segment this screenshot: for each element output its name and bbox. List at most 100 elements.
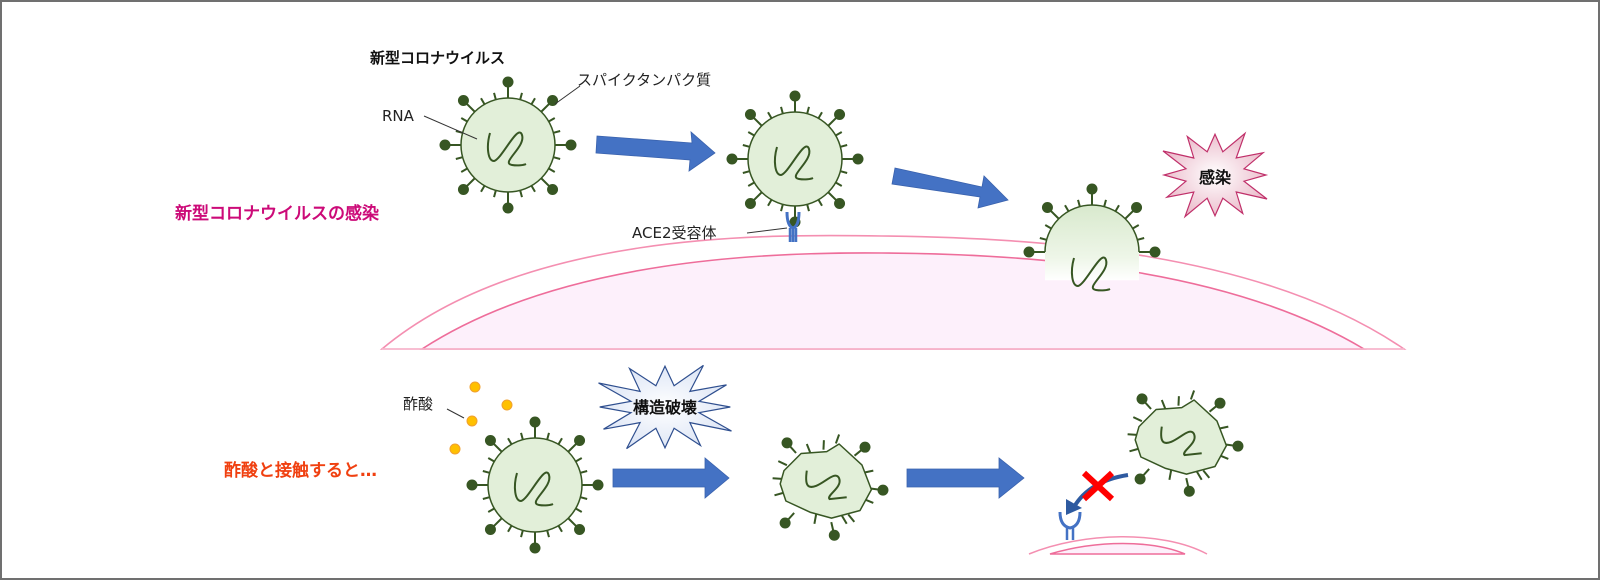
- spike-stem: [743, 171, 750, 173]
- spike-protein-knob: [834, 109, 845, 120]
- spike-protein-knob: [574, 524, 585, 535]
- spike-stem: [483, 471, 490, 473]
- spike-stem: [488, 509, 494, 513]
- spike-stem: [483, 497, 490, 499]
- spike-protein-knob: [530, 543, 541, 554]
- spike-protein-knob: [1131, 202, 1142, 213]
- spike-stem: [1162, 400, 1166, 409]
- spike-protein-knob: [458, 184, 469, 195]
- spike-stem: [576, 458, 582, 462]
- spike-stem: [494, 190, 496, 197]
- structure-destruction-label: 構造破壊: [633, 398, 698, 417]
- spike-protein-knob: [780, 517, 791, 528]
- host-cell-top: [382, 235, 1404, 349]
- infection-burst: 感染: [1163, 133, 1267, 216]
- spike-protein-knob: [458, 95, 469, 106]
- spike-protein-knob: [727, 154, 738, 165]
- spike-stem: [836, 132, 842, 136]
- spike-stem: [748, 132, 754, 136]
- spike-protein-knob: [1232, 441, 1243, 452]
- spike-stem: [836, 435, 839, 444]
- spike-stem: [1197, 472, 1202, 480]
- spike-stem: [781, 107, 783, 114]
- acetic-acid-label: 酢酸: [403, 395, 433, 413]
- spike-stem: [541, 103, 549, 111]
- spike-stem: [753, 192, 761, 200]
- spike-stem: [576, 509, 582, 513]
- spike-stem: [559, 438, 563, 444]
- spike-stem: [773, 478, 782, 479]
- spike-stem: [840, 171, 847, 173]
- spike-stem: [1078, 200, 1080, 207]
- spike-protein-knob: [1184, 486, 1195, 497]
- spike-stem: [828, 192, 836, 200]
- spike-stem: [532, 186, 536, 192]
- spike-stem: [559, 526, 563, 532]
- acid-dot: [467, 416, 477, 426]
- spike-stem: [836, 183, 842, 187]
- spike-stem: [547, 530, 549, 537]
- coronavirus-deformed: [773, 435, 889, 541]
- virus-title: 新型コロナウイルス: [370, 49, 505, 67]
- spike-stem: [493, 518, 501, 526]
- spike-protein-knob: [1137, 393, 1148, 404]
- coronavirus-deformed-blocked: [1128, 391, 1244, 497]
- spike-protein-knob: [485, 524, 496, 535]
- spike-protein-knob: [1135, 473, 1146, 484]
- rna-label: RNA: [382, 107, 415, 125]
- spike-stem: [1169, 470, 1171, 479]
- spike-stem: [547, 433, 549, 440]
- spike-protein-knob: [503, 203, 514, 214]
- spike-protein-knob: [566, 140, 577, 151]
- spike-protein-knob: [829, 530, 840, 541]
- section2-heading: 酢酸と接触すると…: [224, 460, 377, 481]
- spike-protein-knob: [860, 442, 871, 453]
- spike-stem: [541, 178, 549, 186]
- spike-protein-knob: [440, 140, 451, 151]
- spike-stem: [807, 107, 809, 114]
- spike-stem: [568, 443, 576, 451]
- spike-stem: [753, 117, 761, 125]
- acid-leader-line: [447, 409, 464, 418]
- coronavirus-intact: [440, 77, 577, 214]
- spike-stem: [521, 433, 523, 440]
- spike-stem: [553, 131, 560, 133]
- spike-stem: [1125, 210, 1133, 218]
- spike-protein-knob: [593, 480, 604, 491]
- blocked-x-icon: [1084, 473, 1112, 499]
- arrow-destruction: [613, 458, 729, 498]
- arrow-entry: [892, 168, 1008, 208]
- ace2-leader-line: [747, 228, 787, 233]
- spike-stem: [781, 204, 783, 211]
- spike-stem: [819, 112, 823, 118]
- spike-stem: [520, 190, 522, 197]
- spike-stem: [549, 169, 555, 173]
- spike-stem: [768, 200, 772, 206]
- arrow-approach: [596, 132, 715, 171]
- spike-stem: [807, 204, 809, 211]
- acid-dot: [502, 400, 512, 410]
- spike-protein-knob: [877, 485, 888, 496]
- spike-stem: [1050, 210, 1058, 218]
- acetic-acid-molecules: [450, 382, 512, 454]
- spike-stem: [466, 103, 474, 111]
- spike-stem: [488, 458, 494, 462]
- spike-stem: [1191, 391, 1194, 400]
- spike-stem: [1040, 238, 1047, 240]
- spike-protein-knob: [467, 480, 478, 491]
- spike-stem: [1104, 200, 1106, 207]
- acid-dot: [450, 444, 460, 454]
- spike-protein-knob: [547, 95, 558, 106]
- spike-protein-knob: [547, 184, 558, 195]
- spike-stem: [848, 515, 854, 522]
- spike-protein-knob: [1024, 247, 1035, 258]
- spike-stem: [456, 157, 463, 159]
- spike-protein-knob: [1042, 202, 1053, 213]
- spike-stem: [819, 200, 823, 206]
- spike-stem: [461, 118, 467, 122]
- infection-label: 感染: [1199, 168, 1232, 187]
- spike-protein-knob: [1087, 184, 1098, 195]
- spike-stem: [842, 516, 847, 524]
- spike-stem: [568, 518, 576, 526]
- spike-stem: [768, 112, 772, 118]
